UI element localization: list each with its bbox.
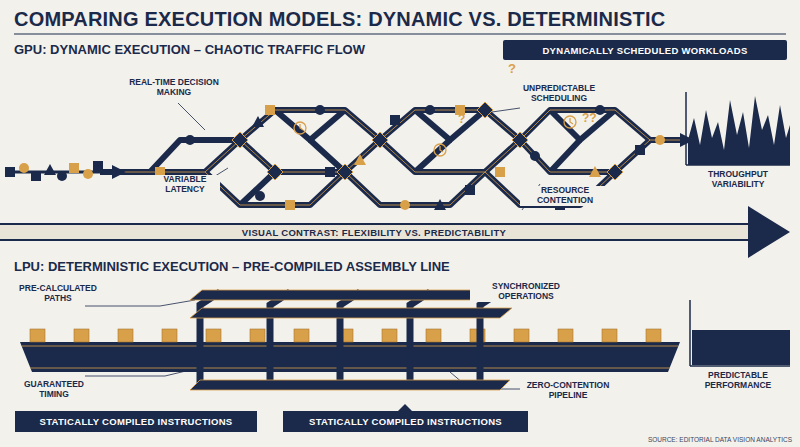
- workload-shape: [400, 200, 410, 210]
- tag-pill: DYNAMICALLY SCHEDULED WORKLOADS: [503, 40, 787, 60]
- callout-label: UNPREDICTABLE SCHEDULING: [514, 84, 604, 104]
- cargo-box: [558, 329, 573, 342]
- predictable-chart: [690, 300, 790, 366]
- workload-shape: [5, 167, 15, 177]
- cargo-box: [602, 329, 617, 342]
- title: COMPARING EXECUTION MODELS: DYNAMIC VS. …: [14, 8, 665, 31]
- workload-shape: [465, 185, 475, 195]
- callout-label: ZERO-CONTENTION PIPELINE: [520, 381, 616, 401]
- question-mark: ?: [508, 62, 516, 77]
- workload-shape: [434, 199, 446, 210]
- node-text: DYNAMICALLY SCHEDULED WORKLOADS: [542, 45, 747, 56]
- cargo-box: [250, 329, 265, 342]
- workload-shape: [44, 164, 56, 175]
- cargo-box: [646, 329, 661, 342]
- callout-label: RESOURCE CONTENTION: [520, 186, 610, 206]
- conveyor: [20, 290, 680, 390]
- workload-shape: [285, 200, 295, 210]
- workload-shape: [19, 163, 29, 173]
- chart-label: PREDICTABLE PERFORMANCE: [686, 371, 790, 391]
- cargo-box: [206, 329, 221, 342]
- chart-label: THROUGHPUT VARIABILITY: [686, 170, 790, 190]
- junction-diamonds: [232, 102, 623, 180]
- workload-shape: [93, 161, 103, 171]
- contrast-band: VISUAL CONTRAST: FLEXIBILITY VS. PREDICT…: [0, 223, 748, 241]
- workload-shape: [354, 154, 366, 165]
- workload-shape: [315, 105, 325, 115]
- callout-label: GUARANTEED TIMING: [14, 380, 94, 400]
- callout-label: REAL-TIME DECISION MAKING: [128, 78, 220, 98]
- callout-label: SYNCHRONIZED OPERATIONS: [470, 282, 582, 302]
- workload-shape: [57, 171, 67, 181]
- instruction-bar: STATICALLY COMPILED INSTRUCTIONS: [15, 411, 257, 432]
- cargo-box: [294, 329, 309, 342]
- cargo-box: [162, 329, 177, 342]
- workload-shape: [252, 116, 264, 127]
- callout-label: PRE-CALCULATED PATHS: [8, 284, 108, 304]
- workload-shape: [635, 145, 645, 155]
- workload-shape: [495, 167, 505, 177]
- workload-shape: [655, 135, 665, 145]
- title-rule: [14, 34, 786, 35]
- throughput-chart: [686, 92, 790, 165]
- node-text: VISUAL CONTRAST: FLEXIBILITY VS. PREDICT…: [242, 227, 506, 238]
- cargo-box: [30, 329, 45, 342]
- section-heading: GPU: DYNAMIC EXECUTION – CHAOTIC TRAFFIC…: [14, 43, 365, 58]
- instruction-bar: STATICALLY COMPILED INSTRUCTIONS: [283, 411, 528, 432]
- cargo-box: [382, 329, 397, 342]
- workload-shapes: [5, 105, 665, 210]
- workload-shape: [255, 191, 265, 201]
- cargo-box: [426, 329, 441, 342]
- bar-notch: [398, 404, 412, 411]
- gpu-tracks: [8, 110, 694, 205]
- callout-label: VARIABLE LATENCY: [150, 175, 220, 195]
- workload-shape: [69, 163, 79, 173]
- clock-icons: [294, 116, 576, 156]
- node-text: STATICALLY COMPILED INSTRUCTIONS: [309, 416, 502, 427]
- workload-shape: [530, 151, 540, 161]
- workload-shape: [425, 105, 435, 115]
- cargo-box: [514, 329, 529, 342]
- workload-shape: [589, 166, 601, 177]
- workload-shape: [83, 169, 93, 179]
- question-mark: ?: [458, 113, 465, 127]
- workload-shape: [390, 115, 400, 125]
- workload-shape: [265, 105, 275, 115]
- workload-shape: [325, 167, 335, 177]
- node-text: STATICALLY COMPILED INSTRUCTIONS: [40, 416, 233, 427]
- cargo-box: [118, 329, 133, 342]
- source-caption: SOURCE: EDITORIAL DATA VISION ANALYTICS: [560, 436, 792, 443]
- workload-shape: [185, 135, 195, 145]
- question-mark: ??: [582, 112, 597, 126]
- band-arrowhead: [748, 206, 790, 258]
- section-heading: LPU: DETERMINISTIC EXECUTION – PRE-COMPI…: [14, 260, 450, 275]
- workload-shape: [31, 171, 41, 181]
- cargo-box: [74, 329, 89, 342]
